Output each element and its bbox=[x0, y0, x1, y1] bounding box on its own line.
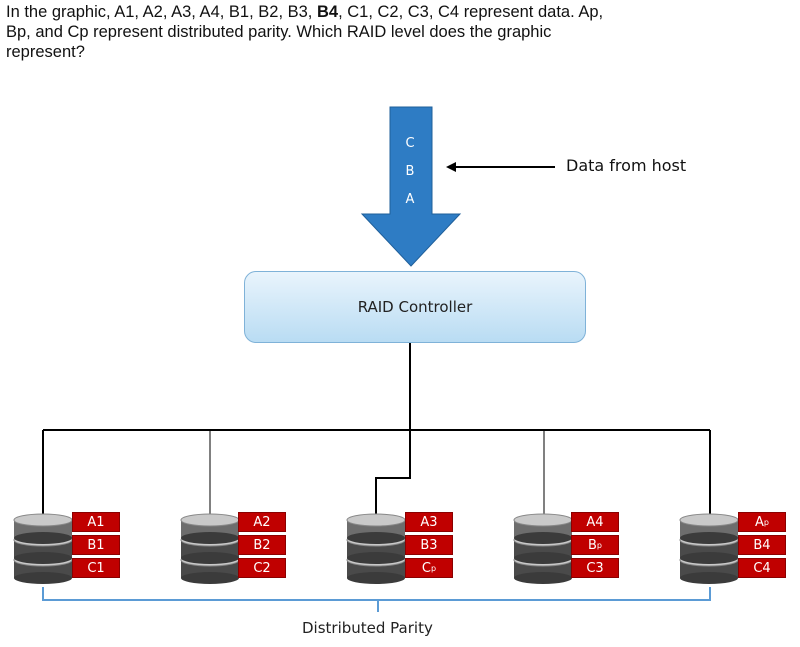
question-line3: represent? bbox=[6, 43, 85, 61]
question-line1: In the graphic, A1, A2, A3, A4, B1, B2, … bbox=[6, 3, 317, 21]
data-block: A3 bbox=[405, 512, 453, 532]
data-block: B4 bbox=[738, 535, 786, 555]
disk-icon bbox=[346, 513, 406, 584]
arrow-letter-c: C bbox=[405, 136, 415, 151]
data-block: C3 bbox=[571, 558, 619, 578]
data-block: A1 bbox=[72, 512, 120, 532]
question-line2: Bp, and Cp represent distributed parity.… bbox=[6, 23, 552, 41]
data-flow-arrow bbox=[360, 106, 462, 267]
arrow-letter-a: A bbox=[405, 192, 415, 207]
disk-icon bbox=[513, 513, 573, 584]
distributed-parity-label: Distributed Parity bbox=[302, 619, 433, 637]
disk-icon bbox=[13, 513, 73, 584]
host-pointer-head bbox=[446, 162, 456, 172]
data-block: A2 bbox=[238, 512, 286, 532]
raid-controller-label: RAID Controller bbox=[357, 298, 473, 316]
data-from-host-label: Data from host bbox=[566, 156, 687, 175]
question-bold: B4 bbox=[316, 3, 339, 21]
data-block: B3 bbox=[405, 535, 453, 555]
data-block: C1 bbox=[72, 558, 120, 578]
data-block: A4 bbox=[571, 512, 619, 532]
data-block: C2 bbox=[238, 558, 286, 578]
data-block: B2 bbox=[238, 535, 286, 555]
arrow-letter-b: B bbox=[405, 164, 415, 179]
question-text: In the graphic, A1, A2, A3, A4, B1, B2, … bbox=[6, 2, 786, 62]
parity-bracket bbox=[42, 587, 711, 601]
data-block: B1 bbox=[72, 535, 120, 555]
drop-3 bbox=[375, 430, 411, 515]
data-block: C4 bbox=[738, 558, 786, 578]
disk-icon bbox=[679, 513, 739, 584]
disk-icon bbox=[180, 513, 240, 584]
raid-controller: RAID Controller bbox=[244, 271, 586, 343]
question-line1b: , C1, C2, C3, C4 represent data. Ap, bbox=[338, 3, 604, 21]
